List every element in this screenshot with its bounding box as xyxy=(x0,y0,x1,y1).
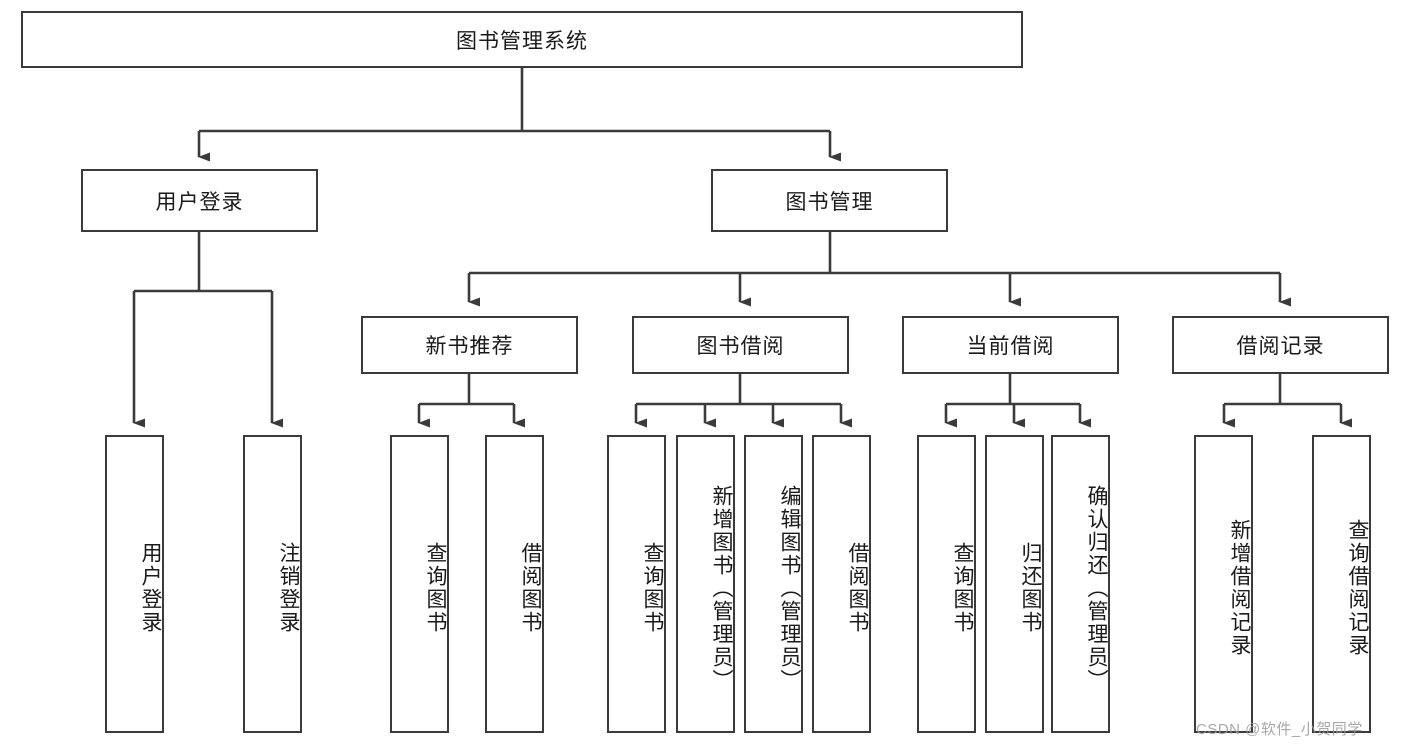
node-label: 当前借阅 xyxy=(966,335,1055,358)
node-label: 注销登录 xyxy=(277,542,300,634)
node-borrow-records[interactable]: 借阅记录 xyxy=(1172,316,1389,374)
node-book-management[interactable]: 图书管理 xyxy=(711,169,948,232)
leaf-current-borrow-confirm-return[interactable]: 确认归还（管理员） xyxy=(1051,435,1110,733)
leaf-current-borrow-return[interactable]: 归还图书 xyxy=(985,435,1044,733)
leaf-borrow-record-query[interactable]: 查询借阅记录 xyxy=(1312,435,1371,733)
leaf-book-borrow-edit[interactable]: 编辑图书（管理员） xyxy=(744,435,803,733)
leaf-current-borrow-query[interactable]: 查询图书 xyxy=(917,435,976,733)
node-label: 用户登录 xyxy=(155,190,244,214)
leaf-borrow-record-add[interactable]: 新增借阅记录 xyxy=(1194,435,1253,733)
node-label: 图书管理系统 xyxy=(456,29,588,53)
node-label: 新书推荐 xyxy=(425,335,514,358)
leaf-book-borrow-add[interactable]: 新增图书（管理员） xyxy=(676,435,735,733)
node-new-book-recommendation[interactable]: 新书推荐 xyxy=(361,316,578,374)
node-label: 图书借阅 xyxy=(696,335,785,358)
node-user-login[interactable]: 用户登录 xyxy=(81,169,318,232)
node-label: 借阅图书 xyxy=(846,542,869,634)
node-label: 借阅记录 xyxy=(1236,335,1325,358)
node-label: 查询借阅记录 xyxy=(1346,519,1369,657)
csdn-watermark: CSDN @软件_小贺同学 xyxy=(1196,721,1363,738)
node-label: 新增图书（管理员） xyxy=(710,484,733,692)
node-label: 确认归还（管理员） xyxy=(1085,484,1108,692)
node-system-root[interactable]: 图书管理系统 xyxy=(21,11,1023,68)
node-label: 用户登录 xyxy=(139,542,162,634)
node-label: 编辑图书（管理员） xyxy=(778,484,801,692)
leaf-new-book-query[interactable]: 查询图书 xyxy=(390,435,449,733)
node-book-borrowing[interactable]: 图书借阅 xyxy=(632,316,849,374)
leaf-new-book-borrow[interactable]: 借阅图书 xyxy=(485,435,544,733)
node-current-borrowing[interactable]: 当前借阅 xyxy=(902,316,1119,374)
leaf-user-login-signout[interactable]: 注销登录 xyxy=(243,435,302,733)
node-label: 借阅图书 xyxy=(519,542,542,634)
node-label: 查询图书 xyxy=(951,542,974,634)
node-label: 归还图书 xyxy=(1019,542,1042,634)
node-label: 新增借阅记录 xyxy=(1228,519,1251,657)
leaf-user-login-signin[interactable]: 用户登录 xyxy=(105,435,164,733)
leaf-book-borrow-query[interactable]: 查询图书 xyxy=(607,435,666,733)
node-label: 图书管理 xyxy=(785,190,874,214)
node-label: 查询图书 xyxy=(641,542,664,634)
node-label: 查询图书 xyxy=(424,542,447,634)
leaf-book-borrow-borrow[interactable]: 借阅图书 xyxy=(812,435,871,733)
